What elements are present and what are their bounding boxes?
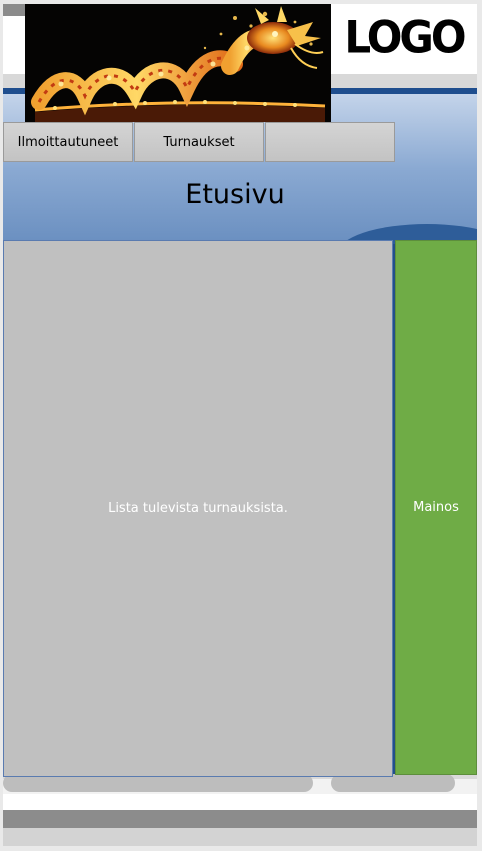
logo-text: LOGO bbox=[344, 11, 466, 63]
nav-item-turnaukset[interactable]: Turnaukset bbox=[134, 122, 264, 162]
tournament-list-text: Lista tulevista turnauksista. bbox=[108, 501, 288, 516]
footer-dark-band bbox=[3, 810, 477, 828]
ad-panel[interactable]: Mainos bbox=[395, 240, 477, 775]
page-title: Etusivu bbox=[185, 179, 285, 210]
logo[interactable]: LOGO bbox=[331, 4, 477, 70]
nav-item-label: Turnaukset bbox=[163, 134, 235, 150]
footer-light-band bbox=[3, 828, 477, 846]
nav-item-ilmoittautuneet[interactable]: Ilmoittautuneet bbox=[3, 122, 133, 162]
footer-pill-left bbox=[3, 774, 313, 792]
dragon-lantern-image bbox=[25, 4, 331, 122]
footer-pill-right bbox=[331, 774, 455, 792]
ad-text: Mainos bbox=[413, 500, 459, 515]
page-frame: LOGO Ilmoittautuneet Turnaukset Etusivu … bbox=[3, 4, 477, 846]
main-nav: Ilmoittautuneet Turnaukset bbox=[3, 122, 396, 162]
nav-item-empty[interactable] bbox=[265, 122, 395, 162]
nav-item-label: Ilmoittautuneet bbox=[17, 134, 119, 150]
divider-stripe bbox=[391, 244, 397, 779]
footer-white-band bbox=[3, 794, 477, 810]
tournament-list-panel: Lista tulevista turnauksista. bbox=[3, 240, 393, 777]
